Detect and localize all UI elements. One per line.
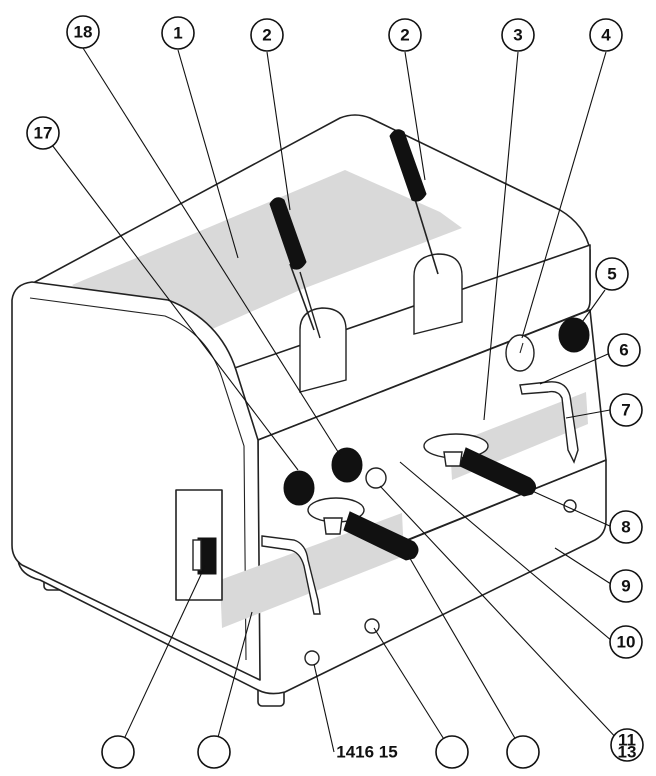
- callout-10: 10: [609, 625, 643, 659]
- callout-4: 4: [589, 18, 623, 52]
- steam-wand-left: [261, 535, 321, 615]
- callout-bottom-group-label: 1416 15: [336, 743, 397, 762]
- brew-lever-left: [269, 197, 347, 393]
- portafilter-handle-right: [459, 447, 536, 497]
- screw-front-a: [364, 618, 380, 634]
- side-panel-inner: [29, 297, 247, 661]
- callout-11-label: 11: [618, 731, 636, 750]
- steam-knob-left-b: [283, 470, 315, 506]
- callout-17: 17: [26, 116, 60, 150]
- callout-bottom-4: [506, 735, 540, 769]
- callout-18-label: 18: [74, 23, 93, 42]
- water-level-window: [365, 467, 387, 489]
- callout-6: 6: [607, 333, 641, 367]
- callout-bottom-2: [197, 735, 231, 769]
- callout-5: 5: [595, 257, 629, 291]
- callout-2a: 2: [250, 18, 284, 52]
- machine-base: [17, 459, 607, 695]
- callout-2a-label: 2: [262, 26, 271, 45]
- steam-knob-right: [558, 317, 590, 353]
- callout-18: 18: [66, 15, 100, 49]
- callout-9-label: 9: [621, 577, 630, 596]
- callout-2b: 2: [388, 18, 422, 52]
- main-switch-face: [192, 539, 202, 571]
- machine-body: [11, 114, 607, 707]
- callout-8-label: 8: [621, 518, 630, 537]
- callouts: 18 1 2 2 3 4 17 5: [26, 15, 644, 769]
- callout-8: 8: [609, 510, 643, 544]
- callout-1-label: 1: [173, 24, 182, 43]
- screw-front-b: [304, 650, 320, 666]
- callout-7-label: 7: [621, 401, 630, 420]
- drip-tray-front: [220, 513, 404, 628]
- callout-3: 3: [501, 18, 535, 52]
- callout-bottom-1: [101, 735, 135, 769]
- steam-knob-left-a: [331, 447, 363, 483]
- callout-5-label: 5: [607, 265, 616, 284]
- callout-7: 7: [609, 393, 643, 427]
- callout-2b-label: 2: [400, 26, 409, 45]
- brew-lever-right: [389, 129, 463, 335]
- callout-3-label: 3: [513, 26, 522, 45]
- portafilter-handle-left: [343, 511, 419, 561]
- gauge-needle: [519, 342, 524, 354]
- callout-11-13: 11 13: [610, 728, 644, 762]
- callout-17-label: 17: [34, 124, 53, 143]
- callout-10-label: 10: [617, 633, 636, 652]
- steam-wand-right: [519, 381, 579, 464]
- callout-13-label: 13: [618, 743, 637, 762]
- callout-9: 9: [609, 569, 643, 603]
- callout-6-label: 6: [619, 341, 628, 360]
- callout-4-label: 4: [601, 26, 611, 45]
- spout-left: [323, 517, 343, 535]
- spout-right: [443, 451, 463, 467]
- callout-1: 1: [161, 16, 195, 50]
- callout-bottom-3: [435, 735, 469, 769]
- leader-lines: [42, 47, 621, 753]
